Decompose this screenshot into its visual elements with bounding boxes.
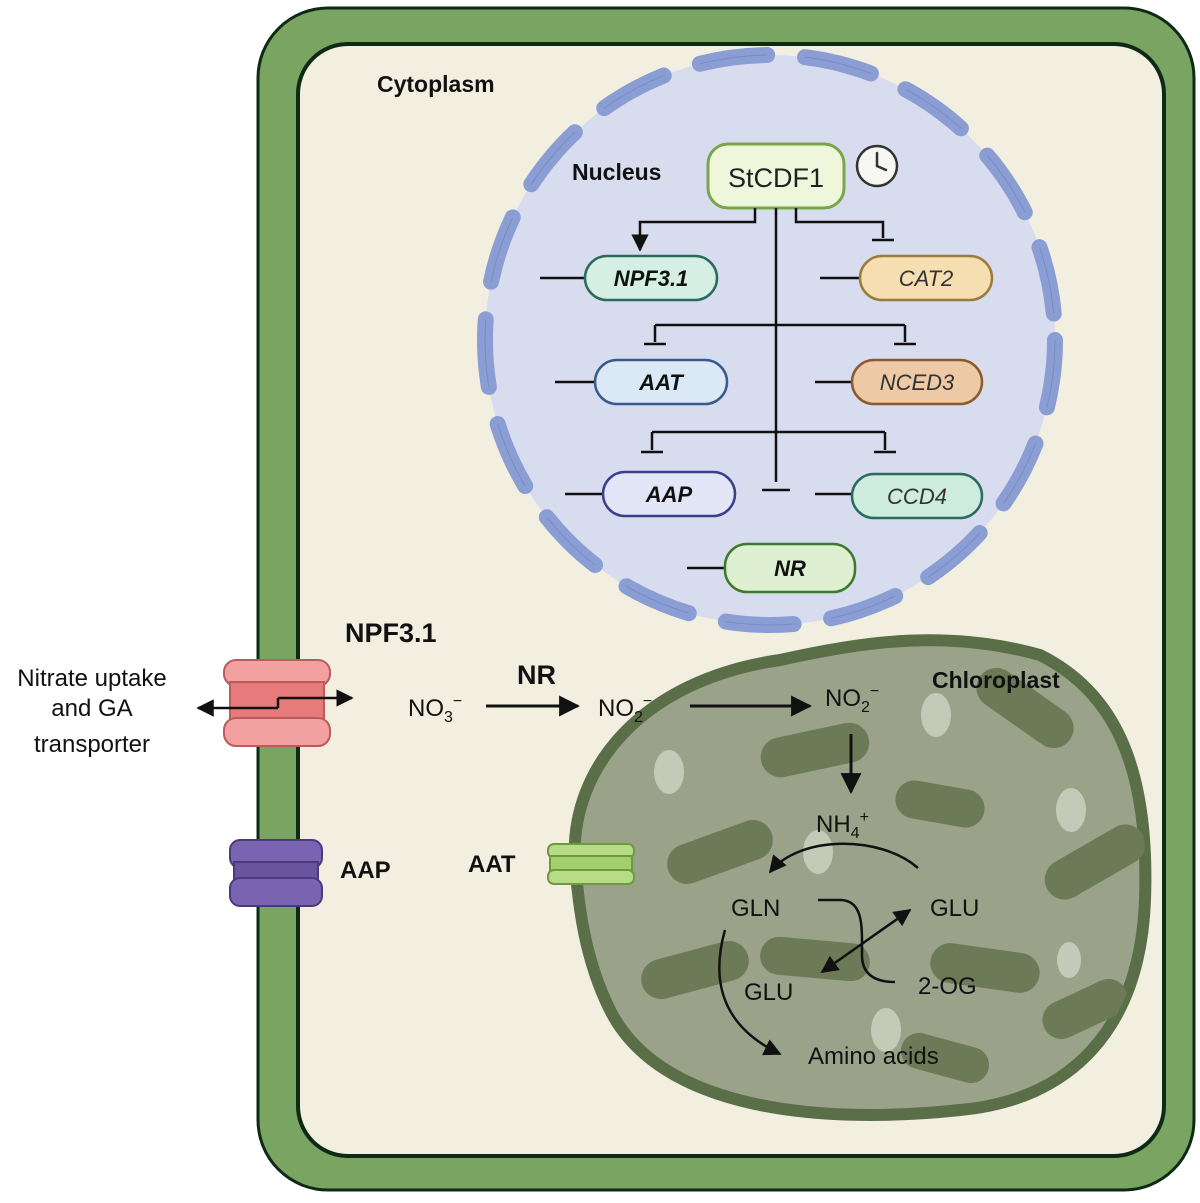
npf-transporter-label: NPF3.1 (345, 618, 437, 648)
stcdf1-label: StCDF1 (728, 163, 824, 193)
gene-nced3: NCED3 (850, 358, 984, 406)
aat-channel (547, 843, 635, 885)
gene-ccd4: CCD4 (850, 472, 984, 520)
gene-ccd4-label: CCD4 (887, 484, 947, 509)
og-label: 2-OG (918, 973, 977, 1000)
aat-transporter-label: AAT (468, 851, 516, 878)
clock-icon (855, 144, 899, 188)
gene-cat2-label: CAT2 (899, 266, 954, 291)
gene-nr-label: NR (774, 556, 806, 581)
gene-nced3-label: NCED3 (880, 370, 955, 395)
to-amino-acids-arrow (718, 929, 782, 1056)
npf-transport-arrows (196, 689, 354, 717)
glu-right-label: GLU (930, 895, 979, 922)
nucleus-label: Nucleus (572, 159, 661, 185)
glu-swap-arrow (820, 908, 912, 974)
gene-aat-label: AAT (638, 370, 684, 395)
gene-nr: NR (723, 542, 857, 594)
gene-aat: AAT (593, 358, 729, 406)
gln-label: GLN (731, 895, 780, 922)
glu-left-label: GLU (744, 979, 793, 1006)
npf3-1-channel (223, 659, 331, 747)
glu-to-gln-arrow (768, 842, 919, 874)
regulatory-network (540, 208, 916, 570)
chloroplast-label: Chloroplast (932, 667, 1060, 693)
chloroplast (568, 634, 1152, 1121)
amino-acids-label: Amino acids (808, 1043, 939, 1070)
gene-npf3-1: NPF3.1 (583, 254, 719, 302)
no2-cytoplasm-label: NO2− (598, 693, 652, 726)
nuclear-envelope-outline (484, 54, 1056, 626)
gene-aap: AAP (601, 470, 737, 518)
cytoplasm-label: Cytoplasm (377, 71, 495, 97)
nitrate-label-line3: transporter (34, 731, 150, 758)
nitrate-label-line1: Nitrate uptake (17, 665, 166, 692)
nh4-label: NH4+ (816, 809, 869, 842)
aap-channel (229, 839, 323, 907)
aap-transporter-label: AAP (340, 857, 391, 884)
no3-label: NO3− (408, 693, 462, 726)
nr-enzyme-label: NR (517, 660, 556, 690)
gene-aap-label: AAP (645, 482, 693, 507)
no2-chloroplast-label: NO2− (825, 683, 879, 716)
nitrate-label-line2: and GA (51, 695, 132, 722)
gene-cat2: CAT2 (858, 254, 994, 302)
gene-npf3-1-label: NPF3.1 (614, 266, 689, 291)
